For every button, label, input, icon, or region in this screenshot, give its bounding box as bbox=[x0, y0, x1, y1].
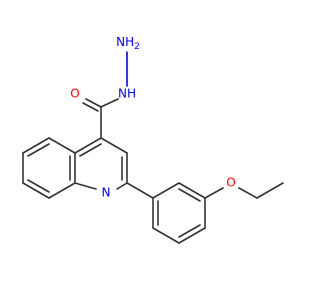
atom-label-ether-o: O bbox=[226, 176, 235, 190]
carbonyl-bond-a bbox=[85, 98, 102, 108]
atom-label-quinoline-n: N bbox=[102, 186, 111, 200]
aryl-o-bond bbox=[204, 187, 224, 199]
c2-aryl-bond bbox=[126, 182, 154, 199]
c7-c8-inner-bond bbox=[27, 179, 50, 193]
c4a-c4-inner-bond bbox=[79, 143, 102, 157]
carbonyl-bond-b bbox=[82, 102, 99, 112]
c8-c8a-bond bbox=[48, 182, 76, 199]
c2-n1-bond bbox=[116, 182, 128, 190]
pyridine-ring bbox=[74, 137, 128, 190]
c5-c6-inner-bond bbox=[27, 143, 50, 157]
ar-c3-c2-inner-bond bbox=[178, 188, 201, 202]
ar-c3-c2-bond bbox=[178, 182, 206, 199]
ar-c5-c4-inner-bond bbox=[178, 224, 201, 238]
nh2-subscript: 2 bbox=[134, 42, 140, 52]
ar-c5-c4-bond bbox=[178, 227, 206, 244]
c4a-c5-bond bbox=[48, 137, 76, 154]
atom-label-nh: NH bbox=[118, 87, 136, 101]
ethoxyphenyl-ring bbox=[152, 182, 206, 244]
nh2-text: NH bbox=[116, 35, 134, 49]
ar-c2-c1-bond bbox=[152, 182, 180, 199]
ar-c6-c5-bond bbox=[152, 227, 180, 244]
n1-c8a-bond bbox=[74, 182, 97, 190]
ch2-ch3-bond bbox=[256, 182, 284, 199]
c7-c8-bond bbox=[22, 182, 50, 199]
atom-label-nh2: NH2 bbox=[116, 35, 140, 52]
structure-diagram: NH2 NH O N O bbox=[22, 35, 284, 244]
atom-label-carbonyl-o: O bbox=[70, 87, 79, 101]
o-ch2-bond bbox=[238, 187, 258, 199]
benzo-ring bbox=[22, 137, 76, 199]
c4a-c4-bond bbox=[74, 137, 102, 154]
c5-c6-bond bbox=[22, 137, 50, 154]
amide-c-n-bond bbox=[100, 98, 119, 108]
ethoxy-group bbox=[204, 182, 284, 199]
molecule-canvas: NH2 NH O N O bbox=[22, 35, 284, 244]
hydrazide-group bbox=[82, 51, 128, 139]
c4-c3-bond bbox=[100, 137, 128, 154]
